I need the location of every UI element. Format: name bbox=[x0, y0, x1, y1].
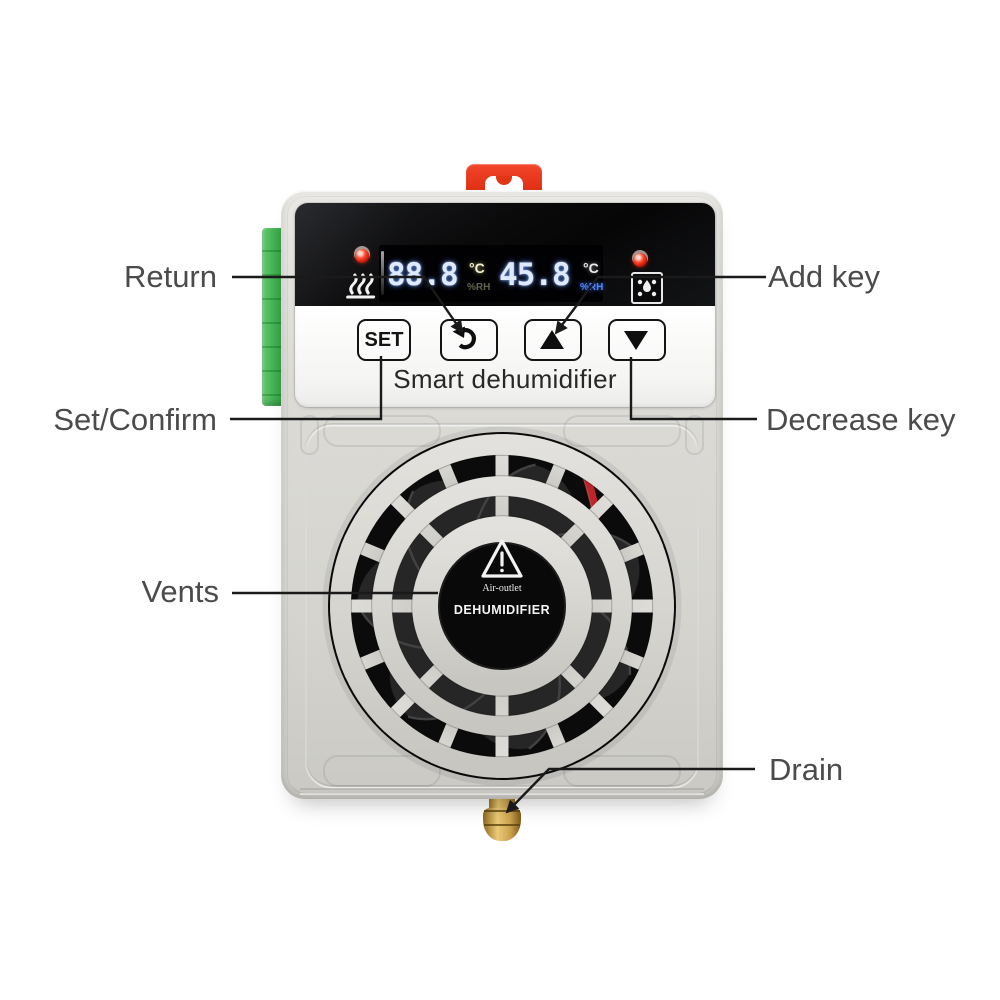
decrease-button[interactable] bbox=[608, 319, 666, 361]
down-triangle-icon bbox=[624, 331, 648, 350]
display-panel: 88.8 45.8 °C %RH °C %RH bbox=[295, 203, 715, 306]
brand-text: Smart dehumidifier bbox=[393, 364, 617, 394]
grille-rings bbox=[328, 432, 676, 780]
fan-grille: Air-outlet DEHUMIDIFIER bbox=[300, 415, 704, 795]
up-triangle-icon bbox=[540, 330, 564, 349]
lcd-right-unit-rh: %RH bbox=[580, 282, 604, 293]
lcd-left-value: 88.8 bbox=[387, 257, 459, 293]
lcd-right-unit-c: °C bbox=[583, 260, 599, 276]
callout-decrease-key: Decrease key bbox=[766, 402, 956, 437]
bracket-slot bbox=[485, 176, 523, 194]
set-button-label: SET bbox=[364, 329, 404, 351]
drain-groove bbox=[484, 824, 520, 826]
callout-drain: Drain bbox=[769, 752, 844, 787]
control-module: 88.8 45.8 °C %RH °C %RH bbox=[295, 203, 715, 407]
return-button[interactable] bbox=[440, 319, 498, 361]
increase-button[interactable] bbox=[524, 319, 582, 361]
callout-set-confirm: Set/Confirm bbox=[53, 402, 217, 437]
callout-vents: Vents bbox=[141, 574, 219, 609]
heater-steam-icon bbox=[346, 273, 376, 299]
mounting-bracket bbox=[466, 164, 542, 194]
fan-center-disc: Air-outlet DEHUMIDIFIER bbox=[438, 539, 566, 670]
callout-add-key: Add key bbox=[768, 259, 881, 294]
warning-triangle-icon bbox=[481, 539, 523, 578]
fan-drop-icon bbox=[631, 272, 663, 304]
air-outlet-text: Air-outlet bbox=[482, 583, 521, 594]
return-arrow-icon bbox=[452, 326, 476, 350]
dehumidifier-text: DEHUMIDIFIER bbox=[454, 603, 550, 617]
lcd-right-value: 45.8 bbox=[499, 257, 571, 293]
lcd-left-unit-rh: %RH bbox=[467, 282, 491, 293]
lcd-window: 88.8 45.8 °C %RH °C %RH bbox=[379, 245, 603, 302]
callout-return: Return bbox=[123, 259, 217, 294]
heat-indicator-led bbox=[355, 249, 369, 263]
drain-fitting bbox=[483, 797, 521, 843]
bracket-slot-bump bbox=[496, 176, 512, 185]
set-button[interactable]: SET bbox=[357, 319, 411, 361]
lcd-left-unit-c: °C bbox=[469, 260, 485, 276]
control-panel: SET Smart dehumidifier bbox=[295, 306, 715, 407]
drain-groove bbox=[484, 810, 520, 812]
device-body: 88.8 45.8 °C %RH °C %RH bbox=[281, 190, 723, 799]
power-indicator-led bbox=[633, 253, 647, 267]
